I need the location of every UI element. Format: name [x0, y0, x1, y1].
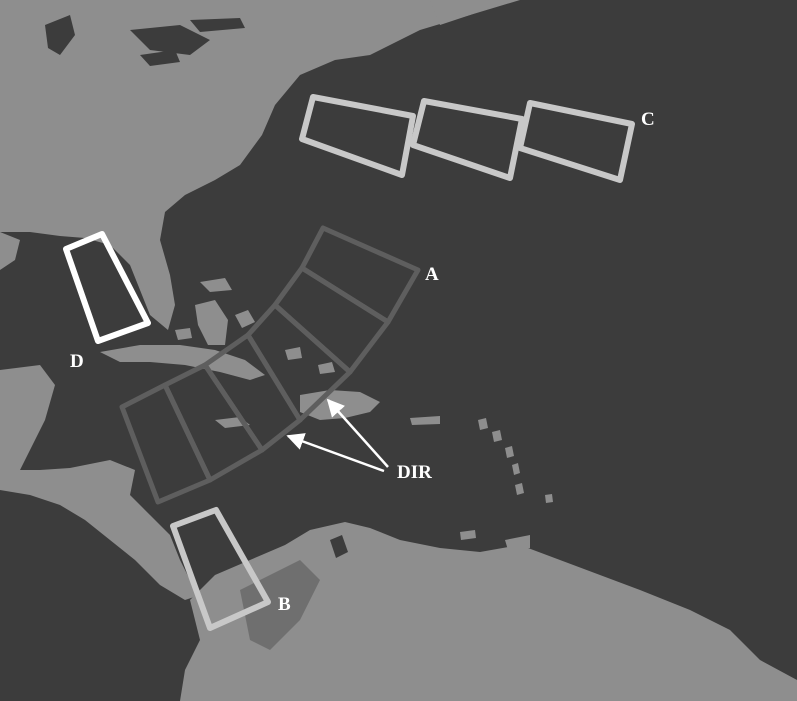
dir-arrow-2 [286, 433, 385, 473]
label-d: D [70, 351, 84, 372]
region-c-box-1 [299, 94, 416, 178]
bahamas [175, 278, 335, 374]
label-dir: DIR [397, 462, 432, 483]
great-lakes [45, 15, 245, 66]
label-c: C [641, 109, 655, 130]
dir-arrow-1 [326, 398, 389, 468]
region-c-box-3 [517, 100, 635, 183]
nova-scotia [430, 0, 510, 25]
dir-arrows [286, 398, 389, 473]
lake-maracaibo [330, 535, 348, 558]
lesser-antilles [460, 418, 553, 550]
label-b: B [278, 594, 291, 615]
central-america-landmass [0, 460, 200, 600]
north-america-landmass [0, 0, 520, 330]
region-c-boxes [299, 94, 635, 183]
puerto-rico [410, 416, 440, 425]
region-a-box-6 [119, 382, 213, 505]
south-america-landmass [180, 522, 797, 701]
label-a: A [425, 264, 439, 285]
region-c-box-2 [410, 98, 525, 181]
mexico-landmass [0, 232, 55, 475]
region-b-box [170, 507, 271, 631]
region-d-box [63, 231, 151, 344]
region-a-boxes [119, 225, 421, 505]
